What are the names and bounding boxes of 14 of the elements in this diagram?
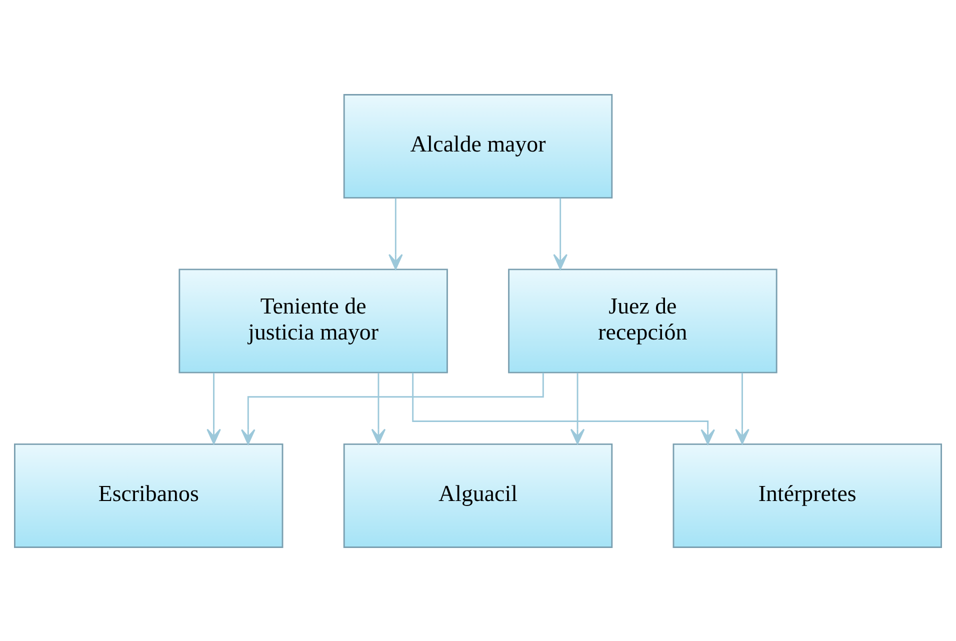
arrow — [735, 372, 750, 444]
arrow — [553, 198, 568, 270]
arrow — [412, 372, 715, 444]
arrow — [206, 372, 221, 444]
node-box: Juez de recepción — [508, 268, 778, 373]
node-box: Teniente de justicia mayor — [178, 268, 448, 373]
node-box: Alcalde mayor — [343, 94, 613, 198]
arrow — [241, 372, 544, 444]
arrow — [570, 372, 585, 444]
node-box: Intérpretes — [672, 442, 942, 548]
node-box: Alguacil — [343, 442, 613, 548]
node-box: Escribanos — [14, 442, 284, 548]
arrow — [388, 198, 403, 270]
arrow — [371, 372, 386, 444]
